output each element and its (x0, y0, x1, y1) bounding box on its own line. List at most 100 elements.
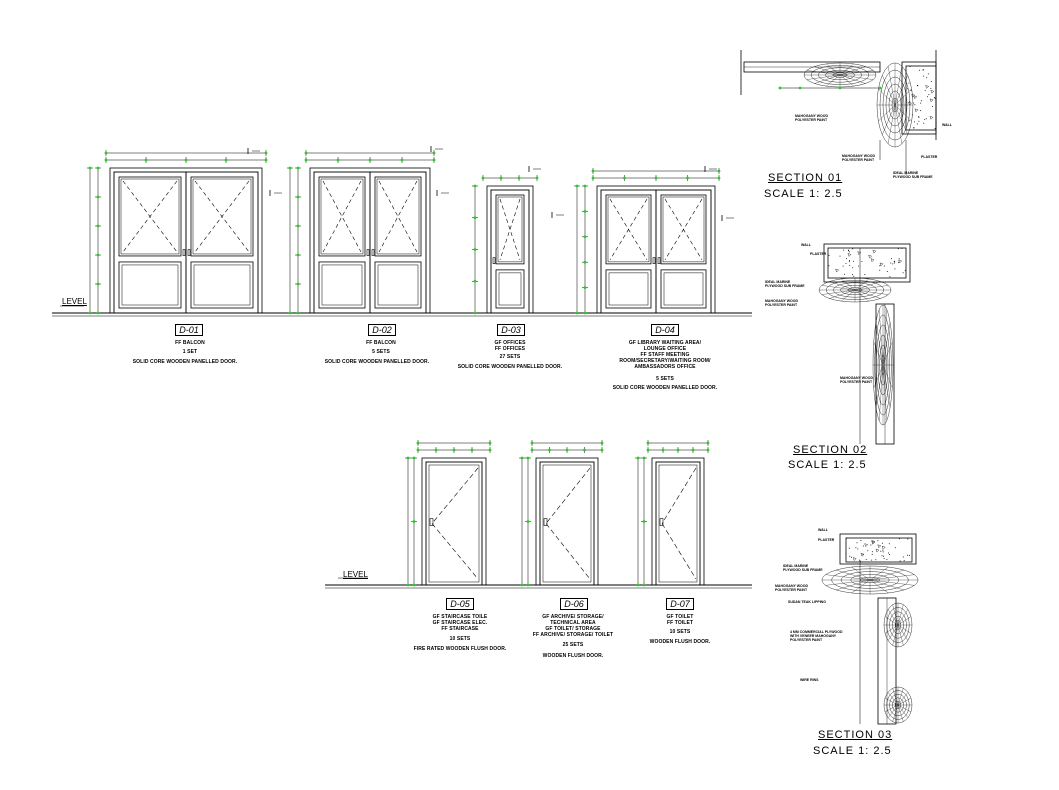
concrete-dot (894, 263, 895, 264)
aggregate (880, 263, 883, 266)
concrete-dot (894, 261, 895, 262)
dimension-tick (584, 210, 587, 213)
concrete-dot (863, 546, 864, 547)
section-note: MAHOGANY WOOD POLYESTER PAINT (840, 376, 873, 384)
aggregate (869, 255, 872, 258)
dimension-tick (647, 449, 650, 452)
concrete-dot (907, 555, 908, 556)
dimension-tick (407, 457, 410, 460)
concrete-dot (853, 276, 854, 277)
dimension-tick (97, 225, 100, 228)
door-location: GF LIBRARY WAITING AREA/ LOUNGE OFFICE F… (595, 340, 735, 370)
dimension-tick (662, 449, 665, 452)
concrete-dot (912, 114, 913, 115)
dimension-tick (401, 159, 404, 162)
concrete-dot (911, 90, 912, 91)
dimension-tick (89, 312, 92, 315)
dimension-tick (583, 449, 586, 452)
dimension-tick (105, 152, 108, 155)
door-tag: D-04 (651, 324, 679, 336)
dimension-tick (474, 280, 477, 283)
door-count: 25 SETS (505, 642, 641, 648)
door-handle (188, 250, 190, 256)
concrete-dot (871, 560, 872, 561)
dimension-tick (289, 312, 292, 315)
dimension-tick (692, 449, 695, 452)
concrete-dot (921, 100, 922, 101)
aggregate (848, 253, 851, 256)
dimension-tick (601, 449, 604, 452)
concrete-dot (899, 258, 900, 259)
concrete-dot (872, 551, 873, 552)
door-frame (422, 458, 486, 585)
dimension-tick (369, 159, 372, 162)
dimension-tick (453, 449, 456, 452)
concrete-dot (849, 548, 850, 549)
dimension-tick (527, 584, 530, 587)
concrete-dot (840, 256, 841, 257)
swing-line (546, 524, 590, 580)
door-frame-inner (491, 190, 529, 313)
dimension-tick (527, 457, 530, 460)
dimension-tick (677, 449, 680, 452)
door-tag: D-06 (560, 598, 588, 610)
door-leaf-inner (659, 465, 697, 582)
concrete-dot (919, 70, 920, 71)
concrete-dot (879, 265, 880, 266)
door-tag: D-07 (666, 598, 694, 610)
aggregate (930, 99, 933, 102)
section-note: PLASTER (921, 155, 937, 159)
concrete-dot (853, 261, 854, 262)
dimension-tick (265, 152, 268, 155)
dimension-tick (718, 170, 721, 173)
dimension-tick (265, 159, 268, 162)
dimension-tick (185, 159, 188, 162)
door-frame (487, 186, 533, 313)
dimension-tick (337, 159, 340, 162)
dimension-tick (576, 185, 579, 188)
dimension-tick (97, 196, 100, 199)
dimension-tick (718, 177, 721, 180)
door-tag: D-02 (368, 324, 396, 336)
swing-line (662, 468, 696, 524)
door-leaf (540, 462, 594, 585)
concrete-dot (882, 550, 883, 551)
section-note: SUDAN TEAK LIPPING (788, 600, 826, 604)
door-leaf (426, 462, 482, 585)
door-handle (493, 258, 495, 264)
dimension-tick (474, 312, 477, 315)
concrete-dot (914, 121, 915, 122)
concrete-dot (852, 248, 853, 249)
frame-section (902, 62, 936, 134)
lower-panel (496, 270, 524, 308)
concrete-dot (923, 123, 924, 124)
concrete-dot (883, 551, 884, 552)
concrete-dot (886, 559, 887, 560)
concrete-dot (882, 555, 883, 556)
aggregate (930, 116, 933, 119)
door-tag: D-03 (497, 324, 525, 336)
dimension-tick (584, 312, 587, 315)
concrete-dot (848, 250, 849, 251)
glass-diagonal (323, 181, 361, 252)
dimension-tick (779, 87, 782, 90)
swing-line (432, 524, 478, 580)
concrete-dot (891, 258, 892, 259)
wall-section (840, 534, 916, 564)
dimension-tick (433, 152, 436, 155)
section-note: MAHOGANY WOOD POLYESTER PAINT (765, 299, 798, 307)
aggregate (882, 546, 885, 549)
concrete-dot (918, 121, 919, 122)
dimension-tick (413, 520, 416, 523)
section-note: PLASTER (810, 252, 826, 256)
lower-panel-inner (378, 265, 418, 305)
door-count: 1 SET (120, 349, 260, 355)
concrete-dot (861, 261, 862, 262)
section-scale: SCALE 1: 2.5 (788, 459, 867, 471)
concrete-dot (920, 110, 921, 111)
level-marker-upper: LEVEL (62, 297, 87, 306)
concrete-dot (903, 557, 904, 558)
glass-diagonal (379, 181, 417, 252)
concrete-dot (888, 553, 889, 554)
